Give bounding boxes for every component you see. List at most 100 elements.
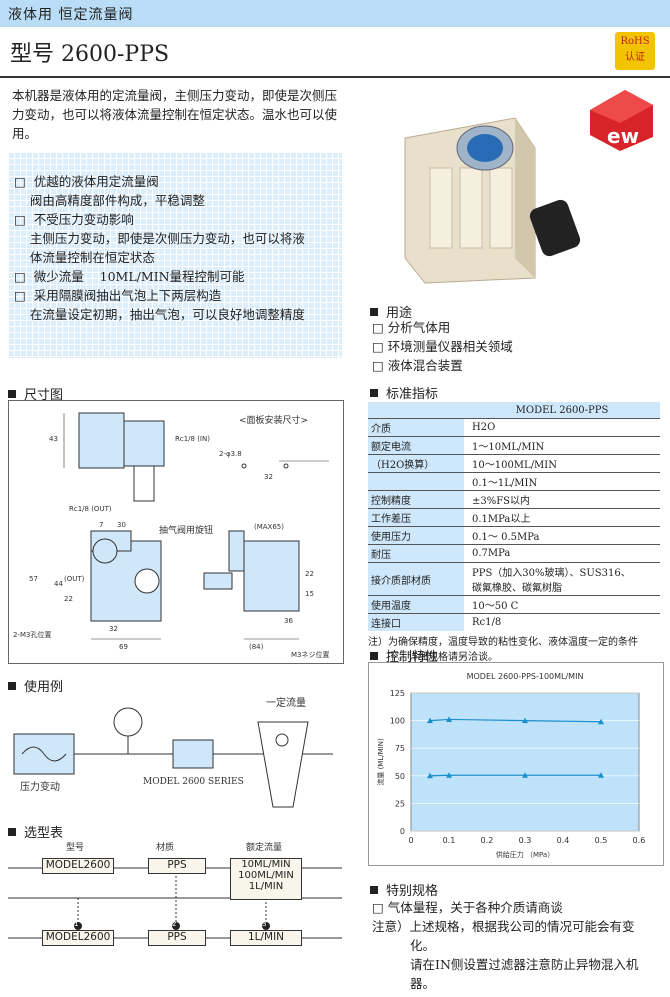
feature-line: □ 微少流量 10ML/MIN量程控制可能: [14, 269, 245, 284]
feature-line: □ 不受压力变动影响: [14, 212, 134, 227]
spec-heading-text: 标准指标: [386, 387, 439, 402]
rohs-badge-line2: 认证: [625, 52, 645, 63]
sel-h-model: 型号: [66, 842, 84, 853]
spec-key: 工作差压: [368, 508, 464, 527]
chart-x-tick: 0: [408, 836, 413, 845]
dim-max65: (MAX65): [254, 523, 284, 531]
title-rule: [0, 76, 670, 78]
sel-model: MODEL2600: [42, 858, 114, 874]
sel-n1: 1: [74, 920, 79, 928]
dim-rc-out: Rc1/8 (OUT): [69, 505, 112, 513]
chart-plot-area: [410, 692, 640, 832]
feature-line: 体流量控制在恒定状态: [14, 250, 155, 265]
spec-key: 使用压力: [368, 526, 464, 545]
sel-h-material: 材质: [156, 841, 174, 853]
dim-44: 44: [54, 580, 63, 588]
special-line3: 化。: [410, 938, 436, 953]
chart-x-tick: 0.3: [519, 836, 532, 845]
chart-x-tick: 0.2: [481, 836, 494, 845]
sel-flow-1: 10ML/MIN: [241, 859, 291, 870]
special-text: □ 气体量程，关于各种介质请商谈 注意）上述规格，根据我公司的情况可能会有变 化…: [372, 898, 662, 993]
dim-hole: 2-φ3.8: [219, 450, 242, 458]
chart-x-tick: 0.4: [557, 836, 570, 845]
chart-point: [427, 772, 433, 779]
chart-x-tick: 0.6: [633, 836, 646, 845]
dim-m3b: M3ネジ位置: [291, 650, 330, 659]
spec-value: 0.1～1L/MIN: [472, 478, 538, 489]
special-heading-text: 特别规格: [386, 884, 439, 899]
example-diagram: 压力变动 一定流量 MODEL 2600 SERIES: [8, 692, 342, 810]
spec-row: 0.1～1L/MIN: [368, 472, 660, 491]
example-heading: 使用例: [8, 676, 63, 695]
spec-key: 使用温度: [368, 595, 464, 614]
special-line5: 器。: [410, 976, 436, 991]
sel-flow-2: 100ML/MIN: [238, 870, 294, 881]
chart-series-line: [429, 718, 602, 723]
spec-row: 工作差压 0.1MPa以上: [368, 508, 660, 527]
sel-flow-3: 1L/MIN: [248, 881, 284, 892]
chart-ylabel: 流量 (ML/MIN): [376, 738, 385, 786]
chart-point: [522, 772, 528, 778]
chart-point: [427, 717, 433, 724]
selection-heading-text: 选型表: [24, 826, 64, 841]
spec-key: 介质: [368, 418, 464, 437]
example-heading-text: 使用例: [24, 680, 64, 695]
spec-value: 0.1MPa以上: [472, 514, 531, 525]
spec-key: 接介质部材质: [368, 562, 464, 596]
page-title: 型号 2600-PPS: [10, 42, 170, 67]
selection-table: 型号 材质 额定流量 MODEL2600 PPS 10ML/MIN 100ML/…: [8, 838, 342, 950]
chart-point: [598, 772, 604, 778]
spec-value: 10～100ML/MIN: [472, 460, 557, 471]
dim-57: 57: [29, 575, 38, 583]
sel-material: PPS: [148, 858, 206, 874]
spec-key: [368, 472, 464, 491]
sel-ex-flow: 1L/MIN: [230, 930, 302, 946]
special-line2: 注意）上述规格，根据我公司的情况可能会有变: [372, 919, 635, 934]
chart-xlabel: 供給圧力 （MPa）: [496, 850, 554, 859]
chart-y-tick: 125: [390, 689, 405, 698]
usage-item: □ 环境测量仪器相关领域: [372, 339, 513, 354]
chart-title: MODEL 2600-PPS-100ML/MIN: [467, 672, 584, 681]
sel-ex-material: PPS: [148, 930, 206, 946]
chart-y-tick: 25: [395, 799, 405, 808]
example-pressure-label: 压力变动: [20, 780, 60, 793]
spec-value: 1～10ML/MIN: [472, 442, 545, 453]
control-heading: 控制特性: [370, 646, 438, 665]
dimension-drawing: 43 Rc1/8 (IN) <面板安装尺寸> 2-φ3.8 32 Rc1/8 (…: [8, 400, 344, 664]
spec-row: 额定电流 1～10ML/MIN: [368, 436, 660, 455]
spec-value: 碳氟橡胶、碳氟树脂: [472, 583, 562, 594]
special-line1: □ 气体量程，关于各种介质请商谈: [372, 900, 563, 915]
dim-panel-label: <面板安装尺寸>: [239, 414, 308, 426]
example-constant-label: 一定流量: [266, 696, 306, 709]
dimension-heading: 尺寸图: [8, 384, 63, 403]
spec-note1: 注）为确保精度，温度导致的粘性变化、液体温度一定的条件: [368, 637, 638, 648]
sel-ex-model: MODEL2600: [42, 930, 114, 946]
spec-key: 连接口: [368, 613, 464, 631]
dim-knob: 抽气阀用旋钮: [159, 524, 213, 536]
feature-line: □ 优越的液体用定流量阀: [14, 174, 159, 189]
control-heading-text: 控制特性: [386, 650, 439, 665]
chart-y-tick: 100: [390, 717, 405, 726]
chart-y-tick: 50: [395, 772, 405, 781]
category-label: 液体用 恒定流量阀: [8, 7, 134, 23]
dimension-heading-text: 尺寸图: [24, 388, 64, 403]
intro-text: 本机器是液体用的定流量阀，主侧压力变动，即使是次侧压力变动，也可以将液体流量控制…: [12, 88, 338, 141]
spec-key: 耐压: [368, 544, 464, 563]
sel-n3: 3: [262, 920, 267, 928]
dim-32: 32: [264, 473, 273, 481]
dew-logo: ew: [585, 85, 655, 153]
usage-item: □ 液体混合装置: [372, 358, 463, 373]
spec-row: （H2O换算）10～100ML/MIN: [368, 454, 660, 473]
dim-84: (84): [249, 643, 264, 651]
spec-heading: 标准指标: [370, 383, 438, 402]
dim-m3: 2-M3孔位置: [13, 630, 51, 639]
features-box: □ 优越的液体用定流量阀 阀由高精度部件构成，平稳调整□ 不受压力变动影响 主侧…: [8, 152, 342, 358]
example-series-label: MODEL 2600 SERIES: [143, 777, 244, 787]
sel-flows: 10ML/MIN 100ML/MIN 1L/MIN: [230, 858, 302, 900]
spec-key: 额定电流: [368, 436, 464, 455]
feature-line: 阀由高精度部件构成，平稳调整: [14, 193, 205, 208]
usage-list: □ 分析气体用□ 环境测量仪器相关领域□ 液体混合装置: [372, 318, 513, 375]
